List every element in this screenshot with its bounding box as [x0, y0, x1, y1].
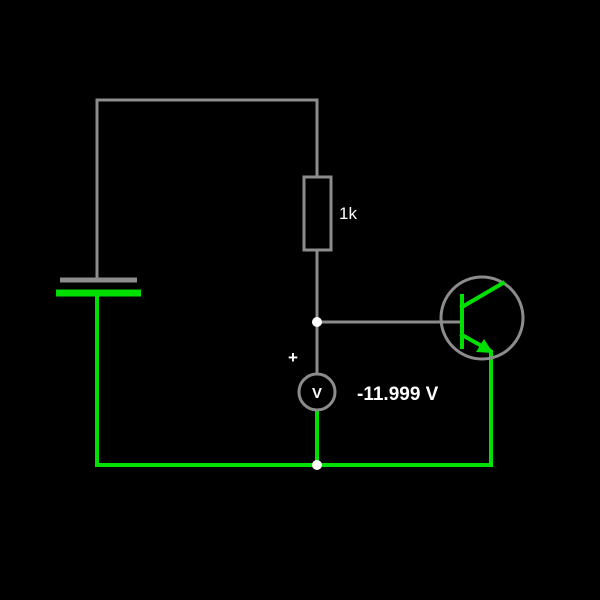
wire-battery-to-resistor[interactable]: [95, 98, 319, 280]
voltmeter[interactable]: + V -11.999 V: [288, 348, 439, 412]
wire-battery-to-transistor-emitter[interactable]: [95, 294, 493, 467]
transistor-emitter-arrow-icon: [476, 339, 493, 353]
resistor-value-label: 1k: [339, 204, 357, 223]
junction-node-top[interactable]: [312, 317, 322, 327]
voltmeter-ring: [297, 372, 337, 412]
voltmeter-reading: -11.999 V: [357, 384, 439, 405]
transistor[interactable]: [439, 275, 525, 361]
transistor-collector-lead: [459, 280, 506, 310]
transistor-ring: [439, 275, 525, 361]
junction-node-bottom[interactable]: [312, 460, 322, 470]
resistor[interactable]: 1k: [302, 175, 357, 252]
battery[interactable]: [56, 277, 141, 297]
voltmeter-polarity-label: +: [288, 348, 298, 367]
resistor-body: [302, 175, 333, 252]
voltmeter-symbol: V: [312, 385, 322, 402]
